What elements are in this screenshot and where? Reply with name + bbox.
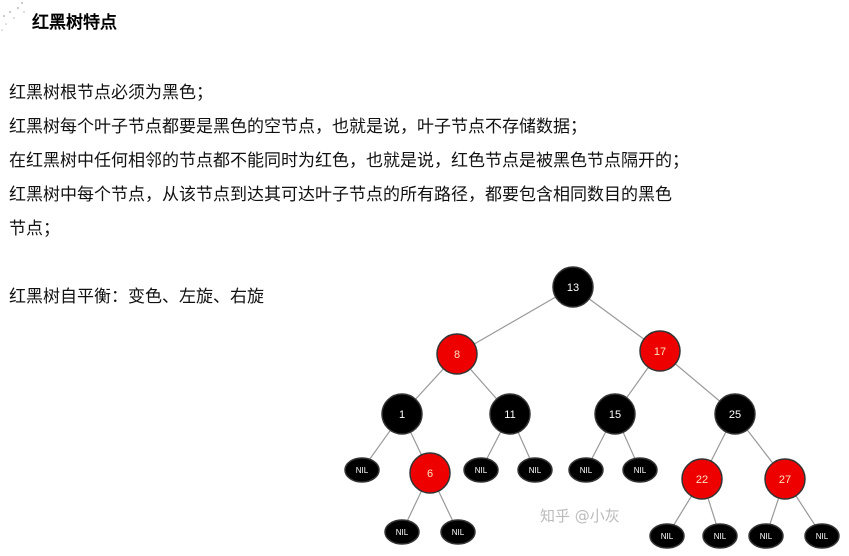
node-label: 17	[654, 346, 666, 358]
node-label: NIL	[760, 532, 773, 541]
node-shape	[804, 523, 840, 549]
node-shape	[463, 457, 499, 483]
nil-leaf-node: NIL	[649, 523, 685, 549]
tree-node-22: 22	[681, 458, 723, 500]
node-label: NIL	[475, 466, 488, 475]
node-label: 1	[399, 409, 405, 421]
node-label: NIL	[396, 528, 409, 537]
node-shape	[384, 519, 420, 545]
node-shape	[552, 266, 594, 308]
node-label: 25	[729, 409, 741, 421]
node-shape	[714, 393, 756, 435]
page-title: 红黑树特点	[32, 13, 117, 33]
nil-leaf-node: NIL	[568, 457, 604, 483]
node-shape	[702, 523, 738, 549]
node-shape	[594, 393, 636, 435]
feature-line: 红黑树每个叶子节点都要是黑色的空节点，也就是说，叶子节点不存储数据；	[9, 117, 587, 137]
tree-node-8: 8	[436, 333, 478, 375]
node-shape	[436, 333, 478, 375]
tree-node-1: 1	[381, 393, 423, 435]
node-shape	[381, 393, 423, 435]
nil-leaf-node: NIL	[440, 519, 476, 545]
node-label: 6	[427, 468, 433, 480]
nil-leaf-node: NIL	[344, 457, 380, 483]
feature-line: 节点；	[9, 219, 60, 239]
node-shape	[568, 457, 604, 483]
feature-line: 红黑树根节点必须为黑色；	[9, 83, 213, 103]
nil-leaf-node: NIL	[622, 457, 658, 483]
node-label: 13	[567, 282, 579, 294]
node-shape	[639, 330, 681, 372]
node-label: NIL	[452, 528, 465, 537]
nil-leaf-node: NIL	[702, 523, 738, 549]
node-label: NIL	[529, 466, 542, 475]
node-label: NIL	[714, 532, 727, 541]
tree-node-15: 15	[594, 393, 636, 435]
node-label: NIL	[356, 466, 369, 475]
nil-leaf-node: NIL	[517, 457, 553, 483]
tree-node-11: 11	[489, 393, 531, 435]
nil-leaf-node: NIL	[384, 519, 420, 545]
decorative-sketch-icon	[1, 2, 25, 31]
tree-node-27: 27	[764, 458, 806, 500]
node-shape	[622, 457, 658, 483]
node-shape	[440, 519, 476, 545]
tree-node-17: 17	[639, 330, 681, 372]
feature-line: 红黑树自平衡：变色、左旋、右旋	[9, 287, 264, 307]
node-shape	[649, 523, 685, 549]
watermark: 知乎 @小灰	[540, 507, 620, 525]
tree-edge	[456, 286, 574, 355]
feature-list: 红黑树根节点必须为黑色； 红黑树每个叶子节点都要是黑色的空节点，也就是说，叶子节…	[9, 76, 689, 314]
node-label: 8	[454, 349, 460, 361]
node-shape	[344, 457, 380, 483]
nil-leaf-node: NIL	[804, 523, 840, 549]
nil-leaf-node: NIL	[463, 457, 499, 483]
node-shape	[764, 458, 806, 500]
node-label: 15	[609, 409, 621, 421]
node-label: NIL	[816, 532, 829, 541]
feature-line: 在红黑树中任何相邻的节点都不能同时为红色，也就是说，红色节点是被黑色节点隔开的；	[9, 151, 689, 171]
nil-leaf-node: NIL	[748, 523, 784, 549]
node-shape	[748, 523, 784, 549]
node-label: 22	[696, 474, 708, 486]
node-shape	[489, 393, 531, 435]
feature-line: 红黑树中每个节点，从该节点到达其可达叶子节点的所有路径，都要包含相同数目的黑色	[9, 185, 672, 205]
node-label: 11	[504, 409, 515, 421]
node-shape	[517, 457, 553, 483]
node-label: NIL	[634, 466, 647, 475]
tree-node-6: 6	[409, 452, 451, 494]
node-shape	[409, 452, 451, 494]
node-label: 27	[779, 474, 791, 486]
node-label: NIL	[661, 532, 674, 541]
tree-node-25: 25	[714, 393, 756, 435]
node-shape	[681, 458, 723, 500]
tree-node-13: 13	[552, 266, 594, 308]
node-label: NIL	[580, 466, 593, 475]
